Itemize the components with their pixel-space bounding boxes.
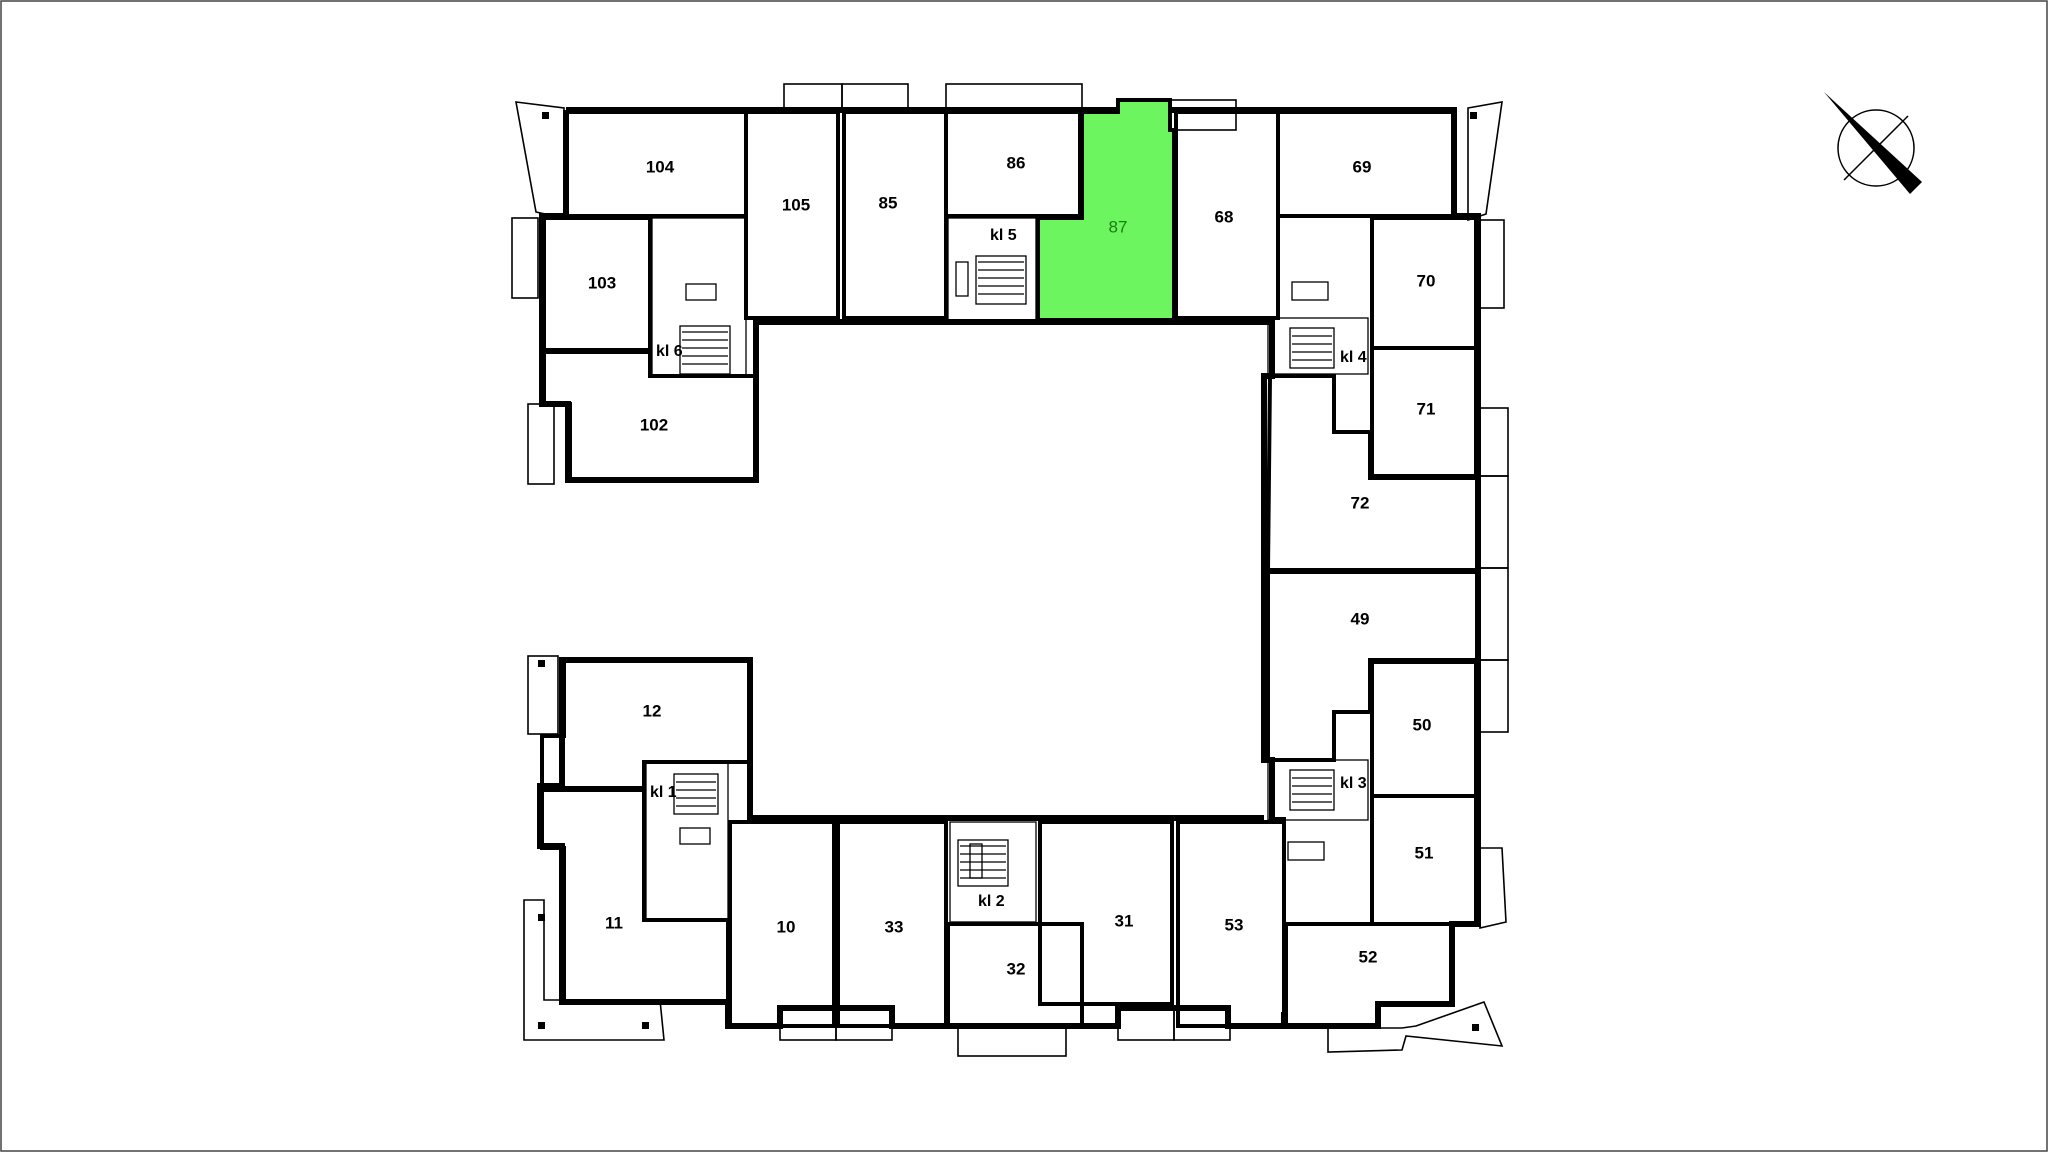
stair-label-kl3: kl 3 — [1340, 775, 1367, 792]
staircases — [645, 217, 1369, 923]
unit-label-50: 50 — [1413, 715, 1432, 734]
unit-label-33: 33 — [885, 917, 904, 936]
unit-label-87: 87 — [1109, 217, 1128, 236]
stair-label-kl4: kl 4 — [1340, 349, 1367, 366]
unit-label-86: 86 — [1007, 153, 1026, 172]
unit-52[interactable] — [1284, 922, 1454, 1028]
stair-label-kl1: kl 1 — [650, 784, 677, 801]
stair-label-kl6: kl 6 — [656, 343, 683, 360]
unit-label-10: 10 — [777, 917, 796, 936]
unit-labels: 104 105 85 86 87 68 69 103 102 70 71 72 … — [588, 153, 1436, 978]
unit-label-68: 68 — [1215, 207, 1234, 226]
unit-label-69: 69 — [1353, 157, 1372, 176]
unit-label-51: 51 — [1415, 843, 1434, 862]
north-arrow-icon — [1824, 92, 1922, 194]
unit-87[interactable] — [1036, 98, 1176, 322]
unit-label-31: 31 — [1115, 911, 1134, 930]
unit-label-104: 104 — [646, 157, 675, 176]
unit-label-11: 11 — [605, 913, 623, 932]
unit-label-52: 52 — [1359, 947, 1378, 966]
unit-label-70: 70 — [1417, 271, 1436, 290]
unit-label-71: 71 — [1417, 399, 1436, 418]
unit-label-105: 105 — [782, 195, 810, 214]
staircase-labels: kl 1 kl 2 kl 3 kl 4 kl 5 kl 6 — [650, 227, 1367, 910]
unit-label-12: 12 — [643, 701, 662, 720]
unit-label-103: 103 — [588, 273, 616, 292]
unit-31[interactable] — [1038, 820, 1174, 1006]
stair-label-kl2: kl 2 — [978, 893, 1005, 910]
unit-33[interactable] — [836, 820, 948, 1028]
stair-kl4 — [1267, 281, 1369, 375]
unit-label-53: 53 — [1225, 915, 1244, 934]
unit-85[interactable] — [842, 110, 948, 320]
stair-kl2 — [949, 821, 1037, 923]
stair-label-kl5: kl 5 — [990, 227, 1017, 244]
unit-label-85: 85 — [879, 193, 898, 212]
stair-kl6 — [651, 217, 747, 377]
unit-102[interactable] — [542, 350, 758, 482]
unit-label-49: 49 — [1351, 609, 1370, 628]
stair-kl5 — [947, 217, 1037, 323]
unit-label-72: 72 — [1351, 493, 1370, 512]
apartments — [540, 98, 1480, 1028]
stair-kl3 — [1267, 759, 1369, 861]
unit-label-102: 102 — [640, 415, 668, 434]
unit-53[interactable] — [1176, 820, 1286, 1028]
unit-label-32: 32 — [1007, 959, 1026, 978]
partition-wall — [1262, 568, 1478, 574]
unit-69[interactable] — [1276, 110, 1456, 218]
unit-12[interactable] — [540, 658, 752, 790]
unit-11[interactable] — [540, 788, 730, 1004]
stair-kl1 — [645, 761, 729, 921]
unit-105[interactable] — [744, 110, 840, 320]
